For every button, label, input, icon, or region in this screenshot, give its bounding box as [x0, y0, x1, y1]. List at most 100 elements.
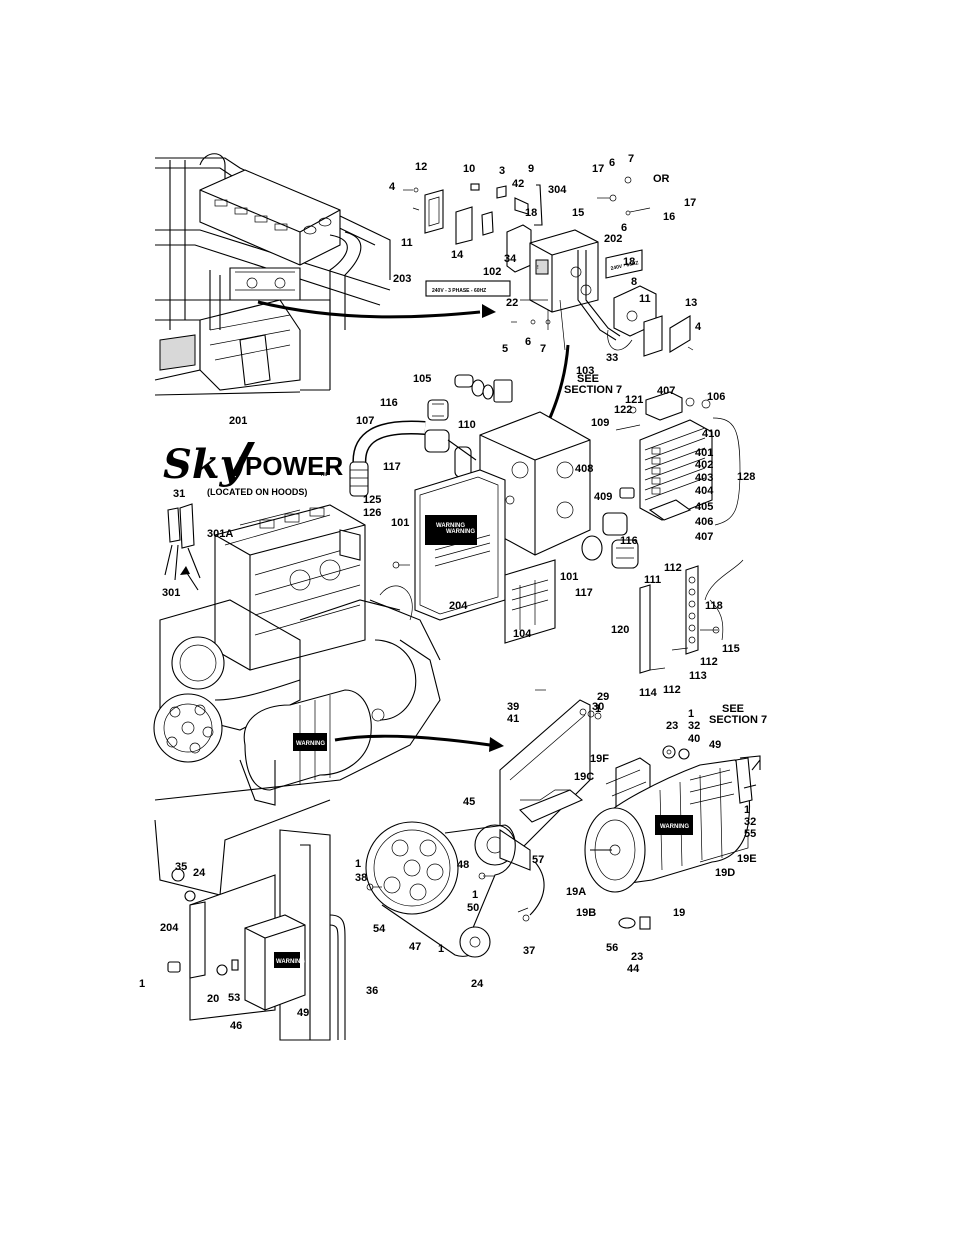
- callout-label: 35: [175, 861, 187, 873]
- callout-label: 125: [363, 494, 381, 506]
- callout-label: 5: [502, 343, 508, 355]
- svg-text:WARNING: WARNING: [296, 741, 325, 747]
- callout-label: 53: [228, 992, 240, 1004]
- callout-label: 16: [663, 211, 675, 223]
- belt-tensioner: [474, 824, 545, 922]
- callout-label: 304: [548, 184, 567, 196]
- arrowhead-3: [489, 737, 504, 752]
- callout-label: 1: [595, 703, 601, 715]
- callout-label: 12: [415, 161, 427, 173]
- callout-label: 109: [591, 417, 609, 429]
- callout-label: 30: [592, 701, 604, 713]
- callout-label: 1: [438, 943, 444, 955]
- junction-box-assembly: WARNING: [349, 374, 639, 644]
- callout-label: 47: [409, 941, 421, 953]
- callout-label: 201: [229, 415, 247, 427]
- mounting-panel: WARNING: [167, 829, 346, 1041]
- callout-label: 403: [695, 472, 713, 484]
- callout-label: 43: [0, 0, 12, 3]
- callout-label: 301: [162, 587, 180, 599]
- see-section-note-right-2: SECTION 7: [709, 714, 767, 726]
- callout-label: 44: [627, 963, 640, 975]
- callout-label: 409: [594, 491, 612, 503]
- svg-text:WARNING: WARNING: [276, 959, 305, 965]
- callout-label: 23: [631, 951, 643, 963]
- callout-label: 114: [639, 687, 658, 699]
- callout-label: 203: [393, 273, 411, 285]
- arrowhead: [482, 304, 496, 318]
- callout-label: 121: [625, 394, 643, 406]
- machine-chassis-illustration: [154, 153, 391, 396]
- svg-text:!: !: [537, 265, 539, 271]
- callout-label: 204: [449, 600, 468, 612]
- callout-label: 50: [467, 902, 479, 914]
- callout-label: 11: [401, 237, 413, 249]
- callout-label: 19: [673, 907, 685, 919]
- logo-subtitle: (LOCATED ON HOODS): [207, 487, 307, 497]
- callout-label: 54: [373, 923, 386, 935]
- callout-label: 117: [575, 587, 593, 599]
- callout-label: 38: [355, 872, 367, 884]
- callout-label: 405: [695, 501, 713, 513]
- callout-label: 19B: [576, 907, 596, 919]
- logo-sky: Sky: [163, 441, 246, 488]
- callout-label: 402: [695, 459, 713, 471]
- callout-label: 115: [722, 643, 740, 655]
- callout-label: 46: [230, 1020, 242, 1032]
- callout-label: 7: [628, 153, 634, 165]
- callout-label: 112: [664, 562, 682, 574]
- callout-label: 40: [688, 733, 700, 745]
- callout-label: 410: [702, 428, 720, 440]
- callout-label: 33: [606, 352, 618, 364]
- callout-label: 112: [663, 684, 681, 696]
- callout-label: 42: [512, 178, 524, 190]
- callout-label: 102: [483, 266, 501, 278]
- callout-label: 120: [611, 624, 629, 636]
- callout-label: 20: [207, 993, 219, 1005]
- callout-label: 18: [623, 256, 635, 268]
- terminal-block: [615, 391, 744, 674]
- callout-label: 41: [507, 713, 519, 725]
- callout-label: 48: [457, 859, 469, 871]
- see-section-note-top-1: SEE: [577, 373, 599, 385]
- callout-label: OR: [653, 173, 670, 185]
- callout-label: 204: [0, 0, 19, 3]
- callout-label: 4: [695, 321, 702, 333]
- callout-label: 19C: [574, 771, 594, 783]
- callout-label: 23: [666, 720, 678, 732]
- callout-label: 19D: [715, 867, 735, 879]
- callout-label: 6: [525, 336, 531, 348]
- callout-label: 202: [604, 233, 622, 245]
- callout-label: 118: [705, 600, 723, 612]
- see-section-note-top-2: SECTION 7: [564, 384, 622, 396]
- callout-label: 32: [688, 720, 700, 732]
- callout-label: 101: [391, 517, 409, 529]
- callout-label: 49: [709, 739, 721, 751]
- callout-label: 107: [356, 415, 374, 427]
- callout-label: 406: [695, 516, 713, 528]
- callout-label: 111: [644, 574, 661, 586]
- callout-label: 39: [507, 701, 519, 713]
- callout-label: 56: [606, 942, 618, 954]
- callout-label: 113: [689, 670, 707, 682]
- callout-label: 407: [695, 531, 713, 543]
- callout-label: 9: [528, 163, 534, 175]
- callout-label: 3: [499, 165, 505, 177]
- warning-decal-204: WARNING: [446, 529, 475, 535]
- callout-label: 1: [744, 804, 750, 816]
- svg-text:WARNING: WARNING: [660, 824, 689, 830]
- voltage-decal-203: 240V - 3 PHASE - 60HZ: [432, 288, 486, 294]
- control-box-parts: !: [403, 176, 694, 357]
- callout-label: 57: [532, 854, 544, 866]
- callout-label: 1: [355, 858, 361, 870]
- callout-label: 4: [389, 181, 396, 193]
- callout-label: 36: [366, 985, 378, 997]
- callout-label: 19A: [566, 886, 586, 898]
- callout-label: 116: [380, 397, 398, 409]
- callout-label: 18: [525, 207, 537, 219]
- callout-label: 117: [383, 461, 401, 473]
- callout-label: 34: [504, 253, 517, 265]
- callout-label: 407: [657, 385, 675, 397]
- callout-label: 128: [737, 471, 755, 483]
